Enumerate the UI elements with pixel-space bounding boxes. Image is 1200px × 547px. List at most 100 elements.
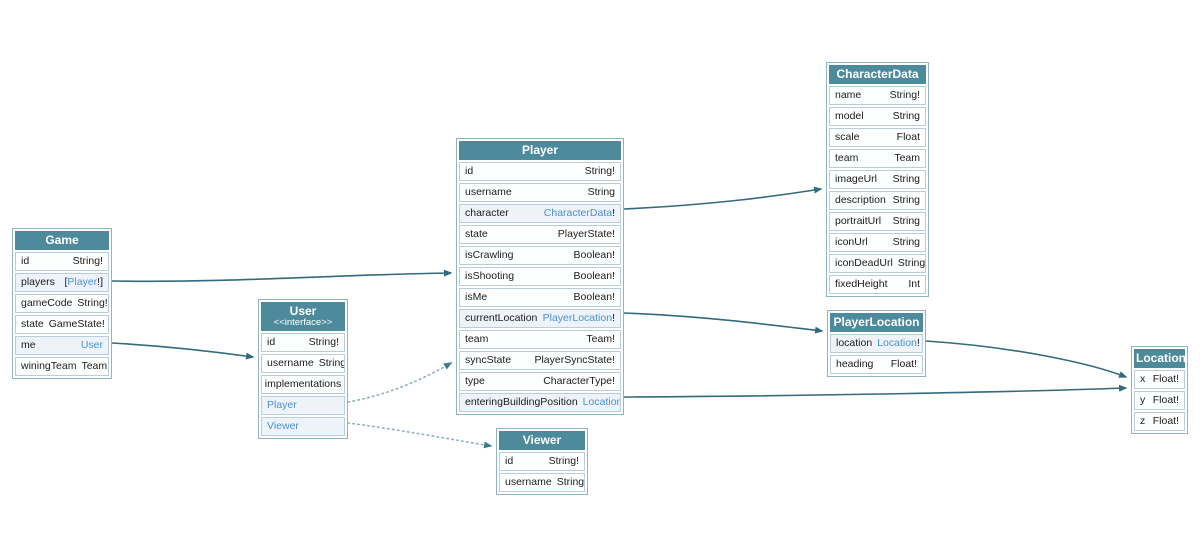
type-title: Player (521, 143, 559, 157)
type-link[interactable]: PlayerLocation (542, 312, 613, 324)
type-link[interactable]: Viewer (267, 420, 299, 432)
edge-player-enteringbuildingposition-to-location (623, 384, 1128, 398)
player-table-header[interactable]: Player (459, 141, 621, 160)
field-row-z[interactable]: z Float! (1134, 412, 1185, 431)
field-name: id (505, 455, 514, 467)
field-row-team[interactable]: team Team! (459, 330, 621, 349)
field-type: Boolean! (573, 249, 615, 261)
field-row-model[interactable]: model String (829, 107, 926, 126)
field-type: String (892, 173, 920, 185)
user-table: User <<interface>> id String! username S… (258, 299, 348, 439)
type-link[interactable]: Location (877, 337, 917, 349)
field-row-portraitUrl[interactable]: portraitUrl String (829, 212, 926, 231)
field-row-heading[interactable]: heading Float! (830, 355, 923, 374)
location-table-header[interactable]: Location (1134, 349, 1186, 368)
edge-player-currentlocation-to-playerlocation (623, 312, 824, 334)
field-name: model (835, 110, 864, 122)
field-row-state[interactable]: state PlayerState! (459, 225, 621, 244)
field-row-imageUrl[interactable]: imageUrl String (829, 170, 926, 189)
field-row-type[interactable]: type CharacterType! (459, 372, 621, 391)
field-row-id[interactable]: id String! (261, 333, 345, 352)
field-row-name[interactable]: name String! (829, 86, 926, 105)
game-table-header[interactable]: Game (15, 231, 109, 250)
user-table-header[interactable]: User <<interface>> (261, 302, 345, 331)
type-link[interactable]: Player (67, 276, 98, 288)
field-name: state (465, 228, 488, 240)
field-type: String! (889, 89, 920, 101)
field-type: Boolean! (573, 270, 615, 282)
field-type: String (587, 186, 615, 198)
implementation-row-player[interactable]: Player (261, 396, 345, 415)
type-link[interactable]: Location (582, 396, 621, 408)
field-row-x[interactable]: x Float! (1134, 370, 1185, 389)
field-row-iconUrl[interactable]: iconUrl String (829, 233, 926, 252)
field-row-character[interactable]: character CharacterData! (459, 204, 621, 223)
field-row-username[interactable]: username String (499, 473, 585, 492)
field-name: heading (836, 358, 874, 370)
field-name: type (465, 375, 485, 387)
field-row-scale[interactable]: scale Float (829, 128, 926, 147)
field-name: portraitUrl (835, 215, 882, 227)
playerlocation-table-header[interactable]: PlayerLocation (830, 313, 923, 332)
field-row-description[interactable]: description String (829, 191, 926, 210)
type-link[interactable]: User (80, 339, 103, 351)
field-type: Location! (877, 337, 920, 350)
field-type: Float! (1152, 394, 1179, 406)
field-row-winingTeam[interactable]: winingTeam Team (15, 357, 109, 376)
field-row-team[interactable]: team Team (829, 149, 926, 168)
field-row-currentLocation[interactable]: currentLocation PlayerLocation! (459, 309, 621, 328)
field-row-id[interactable]: id String! (499, 452, 585, 471)
field-row-isMe[interactable]: isMe Boolean! (459, 288, 621, 307)
field-row-y[interactable]: y Float! (1134, 391, 1185, 410)
field-name: gameCode (21, 297, 73, 309)
field-type: User (81, 339, 103, 352)
field-name: character (465, 207, 509, 219)
field-name: name (835, 89, 862, 101)
field-name: username (505, 476, 552, 488)
field-row-enteringBuildingPosition[interactable]: enteringBuildingPosition Location (459, 393, 621, 412)
type-link[interactable]: CharacterData (543, 207, 613, 219)
field-row-location[interactable]: location Location! (830, 334, 923, 353)
field-row-state[interactable]: state GameState! (15, 315, 109, 334)
field-row-gameCode[interactable]: gameCode String! (15, 294, 109, 313)
field-row-username[interactable]: username String (261, 354, 345, 373)
field-row-isCrawling[interactable]: isCrawling Boolean! (459, 246, 621, 265)
field-row-players[interactable]: players [Player!] (15, 273, 109, 292)
location-table: Location x Float! y Float! z Float! (1131, 346, 1188, 434)
section-row-implementations[interactable]: implementations (261, 375, 345, 394)
field-type: PlayerSyncState! (534, 354, 615, 366)
field-row-me[interactable]: me User (15, 336, 109, 355)
field-name: players (21, 276, 55, 288)
game-table: Game id String! players [Player!] gameCo… (12, 228, 112, 379)
field-row-username[interactable]: username String (459, 183, 621, 202)
field-type: Team! (586, 333, 615, 345)
field-name: y (1140, 394, 1146, 406)
field-name: description (835, 194, 886, 206)
field-name: fixedHeight (835, 278, 888, 290)
characterdata-table: CharacterData name String! model String … (826, 62, 929, 297)
field-name: currentLocation (465, 312, 538, 324)
viewer-table-header[interactable]: Viewer (499, 431, 585, 450)
field-row-id[interactable]: id String! (459, 162, 621, 181)
edge-playerlocation-location-to-location (925, 340, 1128, 378)
field-type: Float! (890, 358, 917, 370)
field-name: username (267, 357, 314, 369)
field-name: isMe (465, 291, 488, 303)
edge-player-character-to-characterdata (623, 186, 823, 210)
field-row-iconDeadUrl[interactable]: iconDeadUrl String (829, 254, 926, 273)
edge-game-me-to-user (111, 342, 255, 360)
type-link[interactable]: Player (267, 399, 297, 411)
field-row-syncState[interactable]: syncState PlayerSyncState! (459, 351, 621, 370)
field-type: String! (548, 455, 579, 467)
field-row-isShooting[interactable]: isShooting Boolean! (459, 267, 621, 286)
field-type: GameState! (48, 318, 105, 330)
field-name: syncState (465, 354, 512, 366)
field-name: x (1140, 373, 1146, 385)
field-name: winingTeam (21, 360, 77, 372)
characterdata-table-header[interactable]: CharacterData (829, 65, 926, 84)
field-row-fixedHeight[interactable]: fixedHeight Int (829, 275, 926, 294)
field-row-id[interactable]: id String! (15, 252, 109, 271)
implementation-row-viewer[interactable]: Viewer (261, 417, 345, 436)
field-type: CharacterType! (543, 375, 615, 387)
type-title: Location (1136, 351, 1186, 365)
